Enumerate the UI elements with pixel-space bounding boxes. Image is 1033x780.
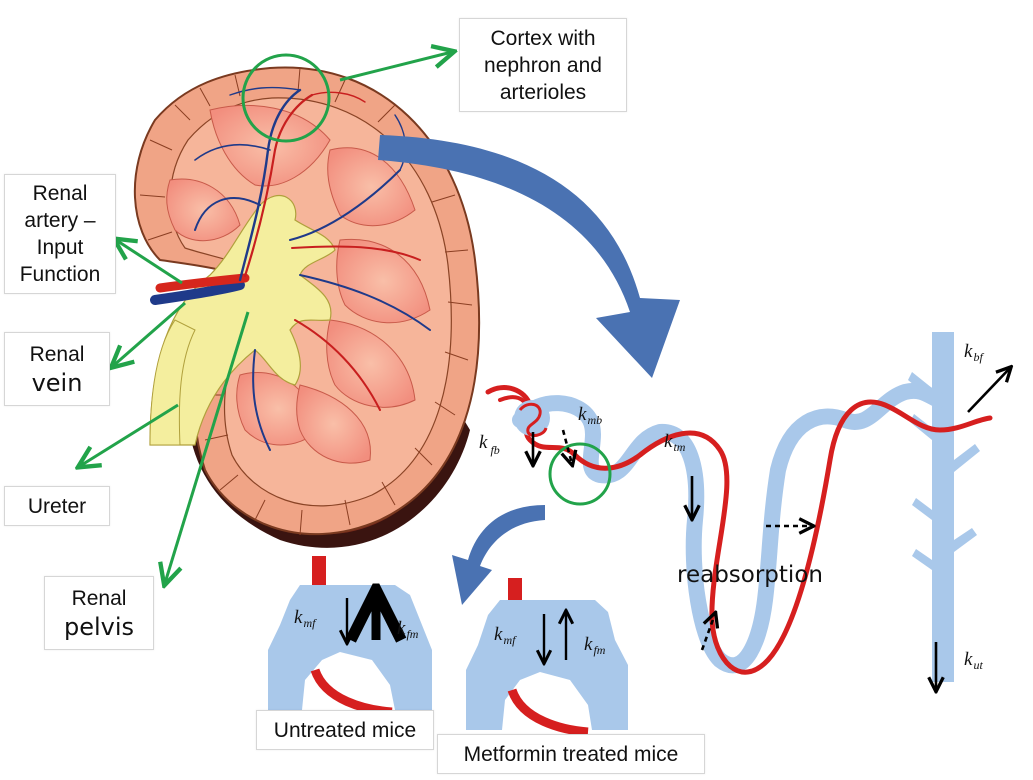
label-cortex-line-2: nephron and — [484, 53, 602, 77]
nephron-highlight-circle — [548, 442, 612, 506]
metformin-label-k-mf: kmf — [494, 624, 517, 647]
inset-metformin: kmf kfm — [466, 578, 628, 737]
pointer-renal-vein — [113, 301, 186, 366]
nephron-illustration — [485, 332, 993, 682]
label-renal-vein-line-2: vein — [31, 368, 83, 397]
label-renal-artery-line-4: Function — [19, 263, 101, 286]
label-k-tm: ktm — [664, 431, 686, 454]
renal-vessels — [150, 86, 431, 451]
label-ureter-text: Ureter — [27, 494, 87, 518]
untreated-label-k-mf: kmf — [294, 607, 317, 630]
flow-arrow-to-nephron — [378, 135, 680, 378]
green-pointer-arrows — [80, 52, 452, 583]
pointer-renal-pelvis — [165, 311, 250, 583]
pointer-ureter — [80, 403, 179, 466]
inset-untreated: kmf kfm — [268, 556, 432, 717]
glomerulus — [514, 400, 550, 437]
reabsorption-label: reabsorption — [677, 562, 823, 588]
label-renal-artery: Renal artery – Input Function — [4, 174, 116, 294]
label-renal-artery-line-2: artery – — [24, 209, 96, 232]
label-renal-pelvis-line-1: Renal — [71, 586, 127, 610]
arrow-k-mb — [563, 429, 572, 464]
label-renal-pelvis-line-2: pelvis — [63, 612, 135, 641]
label-untreated-mice: Untreated mice — [256, 710, 434, 750]
arrow-reabsorption-up — [700, 614, 715, 651]
label-metformin-treated-mice: Metformin treated mice — [437, 734, 705, 774]
label-cortex-line-3: arterioles — [499, 80, 587, 104]
flow-arrow-to-insets — [452, 505, 545, 605]
untreated-label-k-fm: kfm — [397, 618, 419, 641]
label-renal-artery-line-1: Renal — [32, 182, 88, 205]
label-renal-artery-line-3: Input — [36, 236, 84, 259]
renal-pelvis-shape — [149, 194, 336, 446]
label-ureter: Ureter — [4, 486, 110, 526]
pointer-renal-artery — [116, 240, 183, 285]
rate-arrows — [533, 368, 1010, 690]
kidney-illustration — [133, 66, 481, 548]
pointer-cortex — [339, 52, 452, 82]
label-k-ut: kut — [964, 649, 983, 672]
label-renal-vein: Renal vein — [4, 332, 110, 406]
label-cortex: Cortex with nephron and arterioles — [459, 18, 627, 112]
label-untreated-mice-text: Untreated mice — [273, 718, 417, 742]
metformin-label-k-fm: kfm — [584, 634, 606, 657]
label-k-bf: kbf — [964, 341, 984, 364]
label-k-mb: kmb — [578, 404, 602, 427]
arrow-k-bf — [967, 368, 1010, 413]
label-renal-pelvis: Renal pelvis — [44, 576, 154, 650]
label-renal-vein-line-1: Renal — [29, 342, 85, 366]
cortex-highlight-circle — [241, 53, 331, 143]
label-cortex-line-1: Cortex with — [490, 26, 596, 50]
label-metformin-treated-mice-text: Metformin treated mice — [463, 742, 679, 766]
